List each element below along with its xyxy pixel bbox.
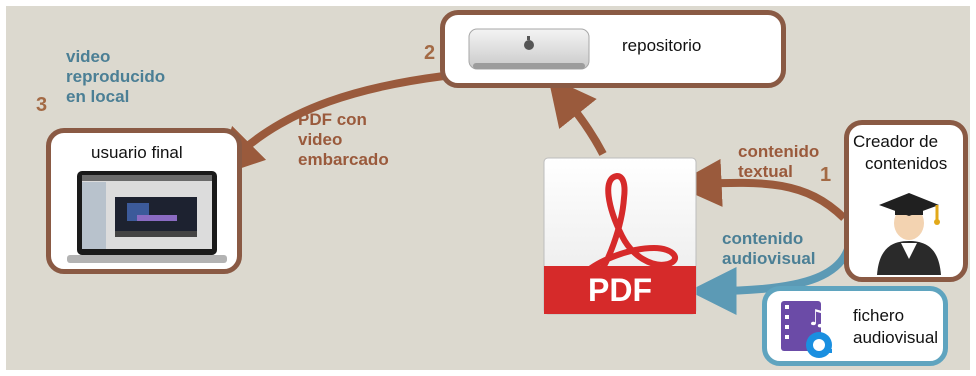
usuario-final-label: usuario final: [91, 143, 183, 162]
svg-text:♫: ♫: [807, 306, 827, 331]
mac-mini-icon: [465, 23, 593, 82]
arrow-creator-to-pdf: [673, 158, 847, 221]
creador-label-line1: Creador de: [853, 132, 939, 151]
graduate-avatar-icon: [871, 183, 947, 280]
creador-box: Creador de contenidos: [844, 120, 968, 282]
step-1: 1: [820, 164, 832, 186]
arrow-pdf-to-repo: [548, 76, 607, 156]
video-reproducido-label: video reproducido en local: [66, 47, 166, 106]
pdf-con-video-label: PDF con video embarcado: [298, 110, 389, 169]
media-file-icon: ♫: [775, 297, 841, 366]
usuario-final-box: usuario final: [46, 128, 242, 274]
step-2: 2: [424, 42, 436, 64]
arrow-repo-to-user: [215, 72, 445, 177]
fichero-label-line2: audiovisual: [853, 328, 939, 347]
diagram-canvas: repositorio usuario final Creador de con…: [6, 6, 970, 370]
fichero-audiovisual-box: ♫ fichero audiovisual: [762, 286, 948, 366]
fichero-label-line1: fichero: [853, 306, 905, 325]
pdf-document-icon: PDF: [542, 156, 698, 316]
repositorio-box: repositorio: [440, 10, 786, 88]
contenido-audiovisual-label: contenido audiovisual: [722, 229, 816, 268]
laptop-icon: [67, 171, 227, 272]
pdf-label: PDF: [588, 272, 652, 308]
creador-label-line2: contenidos: [865, 154, 948, 173]
contenido-textual-label: contenido textual: [738, 142, 820, 181]
step-3: 3: [36, 94, 48, 116]
repositorio-label: repositorio: [622, 36, 702, 55]
